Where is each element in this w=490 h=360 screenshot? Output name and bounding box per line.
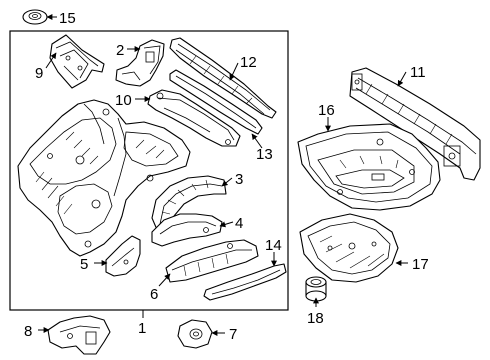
part-12-cross-member[interactable] bbox=[169, 37, 277, 119]
part-4-inner-panel[interactable] bbox=[151, 213, 223, 247]
callout-4: 4 bbox=[235, 215, 243, 232]
callout-16: 16 bbox=[318, 102, 335, 119]
part-16-spare-well[interactable] bbox=[297, 123, 441, 211]
part-15-plug[interactable] bbox=[22, 9, 48, 25]
callout-18: 18 bbox=[307, 310, 324, 327]
callout-12: 12 bbox=[240, 54, 257, 71]
callout-7: 7 bbox=[229, 326, 237, 343]
part-18-grommet[interactable] bbox=[305, 276, 327, 302]
assembly-frame bbox=[9, 30, 289, 311]
callout-2: 2 bbox=[116, 42, 124, 59]
callout-11: 11 bbox=[410, 64, 426, 81]
callout-6: 6 bbox=[150, 286, 158, 303]
callout-15: 15 bbox=[59, 10, 76, 27]
part-14-sill[interactable] bbox=[203, 263, 287, 301]
leader-lines bbox=[38, 14, 408, 336]
part-9-reinforcement[interactable] bbox=[49, 34, 105, 89]
part-13-rail[interactable] bbox=[169, 69, 263, 135]
part-5-small-bracket[interactable] bbox=[105, 235, 141, 277]
part-11-bumper-beam[interactable] bbox=[349, 67, 481, 181]
callout-3: 3 bbox=[235, 171, 243, 188]
part-1-floor-pan[interactable] bbox=[17, 99, 191, 257]
part-17-floor-section[interactable] bbox=[299, 213, 399, 283]
callout-1: 1 bbox=[138, 320, 146, 337]
callout-8: 8 bbox=[24, 323, 32, 340]
callout-14: 14 bbox=[265, 237, 282, 254]
part-8-mount-bracket[interactable] bbox=[47, 315, 111, 355]
part-7-small-mount[interactable] bbox=[177, 319, 213, 349]
part-2-bracket[interactable] bbox=[115, 39, 165, 87]
callout-13: 13 bbox=[256, 146, 273, 163]
part-6-side-member[interactable] bbox=[165, 239, 259, 283]
part-10-panel[interactable] bbox=[147, 89, 241, 147]
callout-10: 10 bbox=[115, 92, 132, 109]
callout-17: 17 bbox=[412, 256, 429, 273]
callout-5: 5 bbox=[80, 256, 88, 273]
callout-9: 9 bbox=[35, 65, 43, 82]
